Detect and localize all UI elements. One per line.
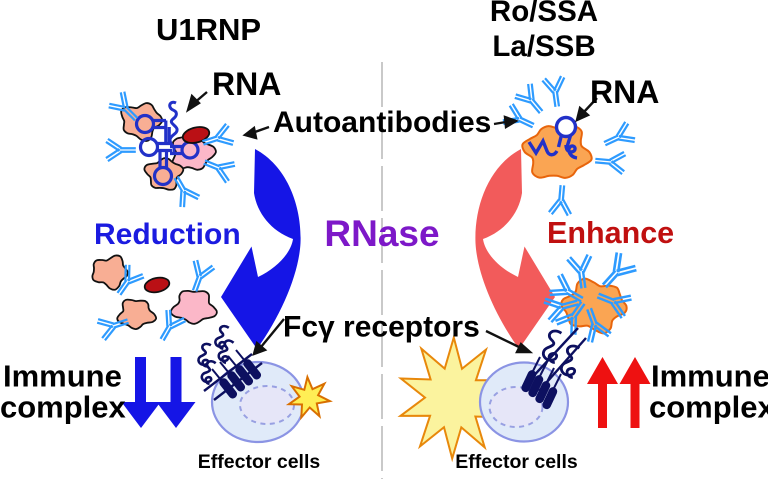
- svg-text:RNase: RNase: [324, 213, 439, 254]
- svg-text:Fcγ receptors: Fcγ receptors: [283, 311, 480, 344]
- svg-text:complex: complex: [0, 390, 127, 425]
- svg-text:RNA: RNA: [212, 66, 281, 102]
- svg-text:RNA: RNA: [590, 74, 659, 110]
- svg-text:U1RNP: U1RNP: [156, 12, 261, 47]
- svg-text:Ro/SSA: Ro/SSA: [490, 0, 598, 28]
- svg-text:complex: complex: [649, 390, 768, 425]
- svg-text:Effector cells: Effector cells: [455, 451, 578, 473]
- svg-text:Immune: Immune: [3, 359, 122, 394]
- svg-text:Reduction: Reduction: [94, 218, 241, 251]
- svg-text:Effector cells: Effector cells: [198, 451, 321, 473]
- svg-text:Autoantibodies: Autoantibodies: [273, 106, 491, 139]
- svg-text:Immune: Immune: [651, 359, 768, 394]
- svg-text:La/SSB: La/SSB: [492, 30, 595, 63]
- svg-text:Enhance: Enhance: [547, 216, 674, 250]
